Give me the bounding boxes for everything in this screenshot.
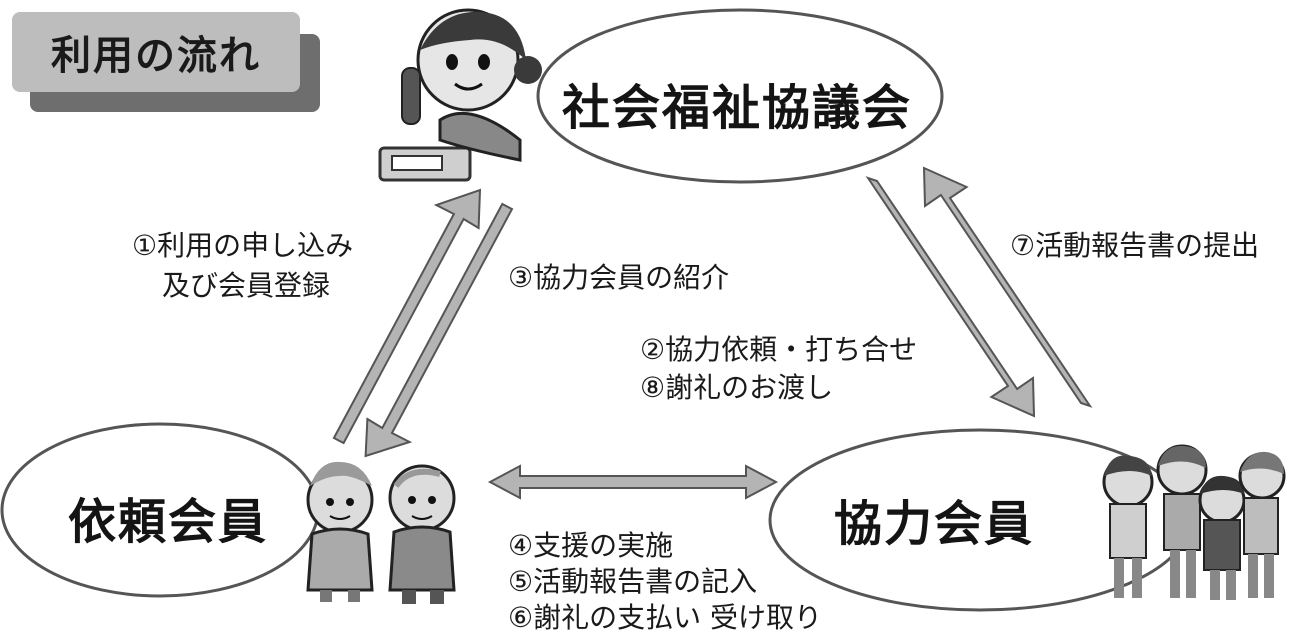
arrow-council-to-requester (364, 202, 514, 458)
step-4: ④支援の実施 (508, 529, 674, 562)
operator-at-phone-icon (378, 8, 542, 182)
step-6: ⑥謝礼の支払い 受け取り (508, 601, 823, 634)
step-2: ②協力依頼・打ち合せ (640, 333, 918, 366)
cooperator-label: 協力会員 (834, 496, 1035, 552)
elderly-couple-icon (306, 461, 456, 604)
page-title: 利用の流れ (12, 12, 300, 92)
council-ellipse (536, 8, 944, 184)
step-8: ⑧謝礼のお渡し (640, 371, 834, 404)
step-1-line-2: 及び会員登録 (162, 269, 331, 302)
council-label: 社会福祉協議会 (562, 80, 913, 136)
requester-label: 依頼会員 (68, 494, 269, 550)
arrow-requester-to-council (332, 188, 482, 445)
volunteers-group-icon (1102, 444, 1286, 600)
arrow-requester-cooperator (487, 464, 779, 500)
step-5: ⑤活動報告書の記入 (508, 565, 758, 598)
arrow-cooperator-to-council (922, 166, 1093, 408)
step-3: ③協力会員の紹介 (508, 261, 730, 294)
arrow-council-to-cooperator (865, 176, 1036, 418)
step-7: ⑦活動報告書の提出 (1010, 229, 1260, 262)
step-1-line-1: ①利用の申し込み (132, 229, 354, 262)
